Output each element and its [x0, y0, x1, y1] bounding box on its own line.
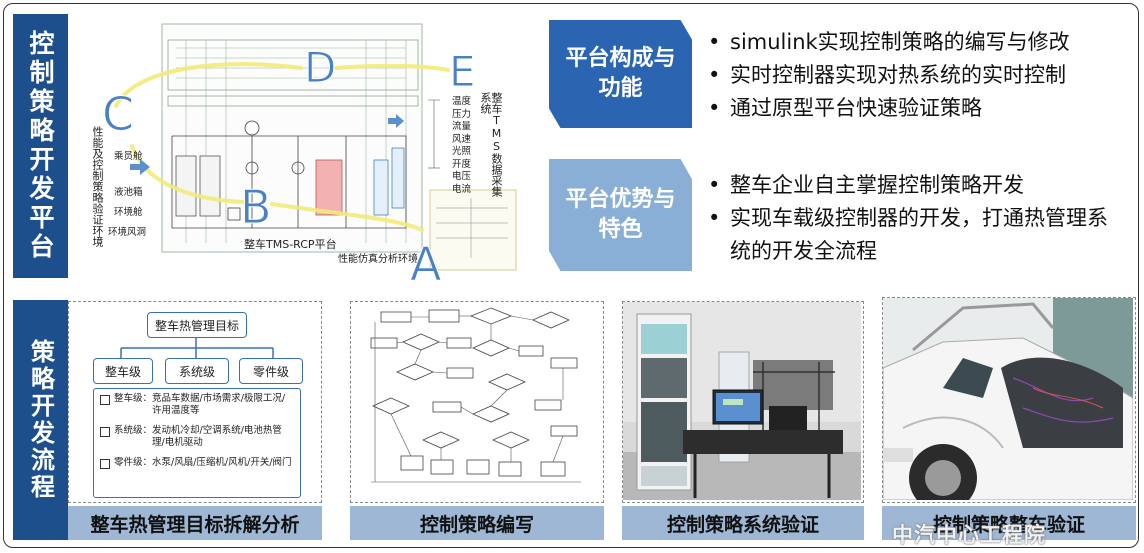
detail-title: 整车级： [114, 393, 153, 404]
slide-frame: 控制策略开发平台 策略开发流程 [3, 3, 1139, 548]
composition-badge-text: 平台构成与功能 [565, 46, 676, 101]
tree-level-system: 系统级 [165, 358, 229, 384]
checkbox-icon [100, 395, 110, 405]
detail-item: 整车级： 竞品车数据/市场需求/极限工况/许用温度等 [100, 393, 294, 417]
target-breakdown-caption: 整车热管理目标拆解分析 [68, 506, 322, 540]
bullet-item: 整车企业自主掌握控制策略开发 [704, 169, 1124, 202]
letter-a: A [410, 237, 442, 284]
tree-detail-box: 整车级： 竞品车数据/市场需求/极限工况/许用温度等 系统级： 发动机冷却/空调… [93, 388, 301, 498]
rcp-label: 整车TMS-RCP平台 [244, 237, 337, 251]
system-verification-panel [622, 301, 864, 503]
sensor-item: 电流 [452, 183, 472, 195]
org-logo: 中汽中心工程院 [892, 519, 1046, 547]
bullet-item: 实现车载级控制器的开发，打通热管理系统的开发全流程 [704, 202, 1124, 268]
bullet-item: simulink实现控制策略的编写与修改 [704, 26, 1134, 59]
composition-badge: 平台构成与功能 [549, 20, 692, 128]
advantage-badge: 平台优势与特色 [549, 159, 692, 271]
checkbox-icon [100, 459, 110, 469]
env-label-tunnel: 环境风洞 [108, 227, 147, 238]
flowchart-drawing [370, 307, 581, 483]
logo-text: 中汽中心工程院 [892, 523, 1046, 547]
lab-rig-photo [623, 302, 861, 500]
left-vertical-label: 性能及控制策略验证环境 [91, 126, 104, 247]
detail-text: 发动机冷却/空调系统/电池热管理/电机驱动 [152, 425, 282, 448]
letter-e: E [449, 47, 476, 96]
system-verification-caption: 控制策略系统验证 [622, 506, 864, 540]
detail-item: 零件级： 水泵/风扇/压缩机/风机/开关/阀门 [100, 457, 294, 469]
target-breakdown-panel: 整车热管理目标 整车级 系统级 零件级 整车级： 竞品车数据/市场需求/极限工况… [68, 301, 322, 503]
sensor-item: 开度 [452, 158, 472, 170]
detail-text: 水泵/风扇/压缩机/风机/开关/阀门 [152, 457, 292, 468]
detail-text: 竞品车数据/市场需求/极限工况/许用温度等 [152, 393, 286, 416]
detail-item: 系统级： 发动机冷却/空调系统/电池热管理/电机驱动 [100, 425, 294, 449]
sim-env-label: 性能仿真分析环境 [338, 252, 418, 265]
letter-d: D [304, 43, 336, 92]
right-vertical-label: 整车TMS数据采集系统 [479, 92, 503, 197]
sensor-item: 流量 [452, 121, 472, 132]
letter-c: C [102, 87, 134, 141]
platform-section-bar: 控制策略开发平台 [13, 14, 68, 278]
advantage-badge-text: 平台优势与特色 [565, 187, 676, 242]
vehicle-verification-panel [882, 297, 1136, 503]
env-label-tank: 液池箱 [114, 187, 143, 198]
strategy-coding-caption: 控制策略编写 [350, 506, 604, 540]
tree-level-component: 零件级 [239, 358, 303, 384]
sensor-item: 风速 [452, 133, 472, 145]
sensor-item: 光照 [452, 146, 472, 157]
env-label-chamber: 环境舱 [114, 207, 143, 218]
advantage-bullets: 整车企业自主掌握控制策略开发 实现车载级控制器的开发，打通热管理系统的开发全流程 [704, 169, 1124, 268]
sensor-item: 电压 [452, 171, 472, 182]
process-section-label: 策略开发流程 [26, 339, 55, 501]
checkbox-icon [100, 427, 110, 437]
tree-root: 整车热管理目标 [147, 312, 247, 338]
sensor-item: 压力 [452, 108, 472, 120]
tree-connectors [120, 336, 274, 358]
platform-section-label: 控制策略开发平台 [26, 30, 55, 262]
sensor-item: 温度 [452, 96, 472, 107]
detail-title: 系统级： [114, 425, 153, 436]
schematic-drawing: 整车TMS-RCP平台 性能仿真分析环境 C D E B A [102, 23, 517, 284]
tree-level-vehicle: 整车级 [93, 358, 153, 384]
detail-title: 零件级： [114, 457, 153, 468]
vehicle-verification-caption: 控制策略整车验证 [882, 506, 1136, 540]
sensor-list: 温度 压力 流量 风速 光照 开度 电压 电流 [452, 96, 471, 196]
strategy-coding-panel [350, 301, 604, 503]
vehicle-photo [883, 298, 1133, 500]
composition-bullets: simulink实现控制策略的编写与修改 实时控制器实现对热系统的实时控制 通过… [704, 26, 1134, 125]
process-section-bar: 策略开发流程 [13, 300, 68, 540]
letter-b: B [240, 180, 272, 234]
bullet-item: 通过原型平台快速验证策略 [704, 92, 1134, 125]
env-label-cabin: 乘员舱 [114, 151, 143, 162]
platform-schematic: 整车TMS-RCP平台 性能仿真分析环境 C D E B A 性能及控制策略验证… [76, 18, 524, 284]
bullet-item: 实时控制器实现对热系统的实时控制 [704, 59, 1134, 92]
